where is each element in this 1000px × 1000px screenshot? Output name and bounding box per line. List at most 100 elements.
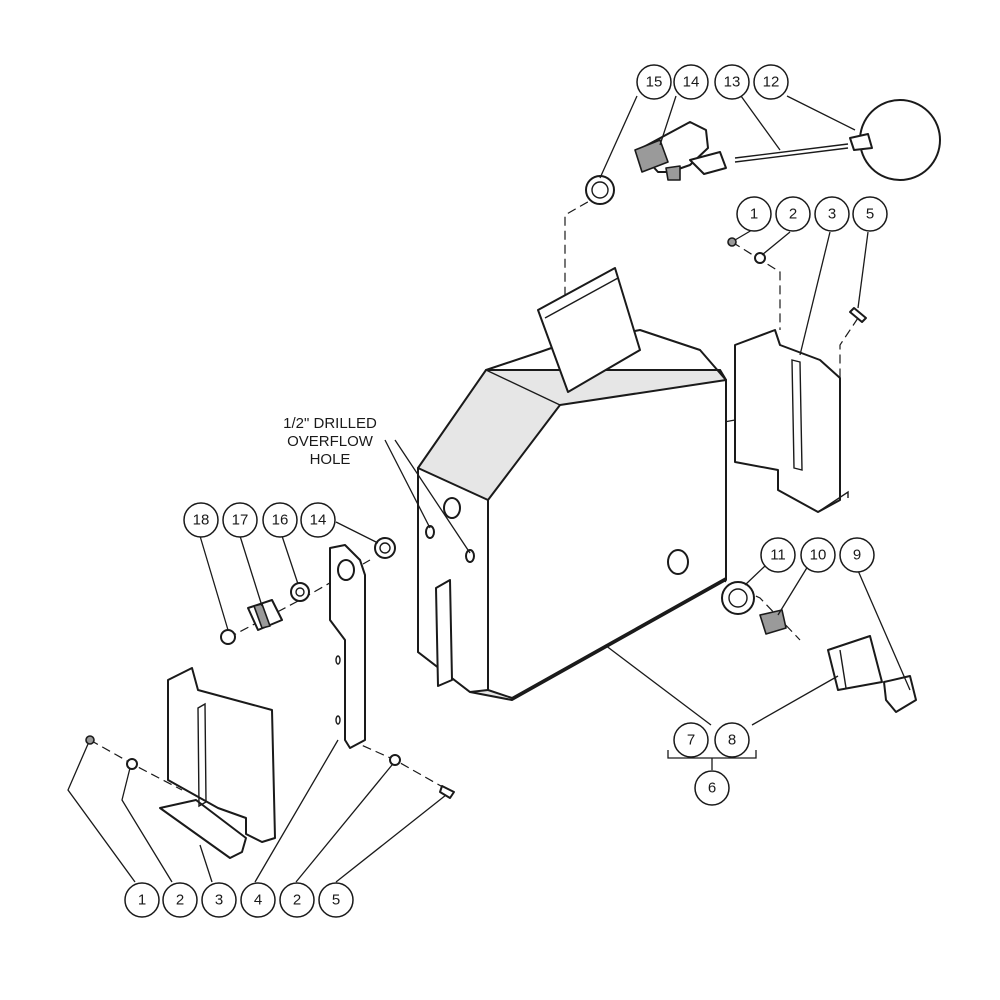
strap-slot-b	[335, 715, 341, 725]
grommet-11-inner	[728, 588, 748, 608]
grommet-11	[721, 581, 755, 615]
callout-9: 9	[839, 537, 875, 573]
left-fittings	[220, 537, 396, 645]
nut-16	[290, 582, 310, 602]
callout-1-bottom-label: 1	[138, 892, 146, 909]
tank-edge-line	[485, 369, 561, 406]
gasket-15-inner	[591, 181, 609, 199]
callout-5-bottom-label: 5	[332, 892, 340, 909]
washer-2-right	[754, 252, 766, 264]
left-bracket-foot	[159, 799, 247, 859]
callout-3-bottom: 3	[201, 882, 237, 918]
leader-7	[604, 644, 712, 726]
callout-2-bottom-circle	[162, 882, 198, 918]
dash-nut-to-left-bracket	[89, 739, 183, 791]
gasket-15	[585, 175, 615, 205]
screw-5-bottom	[439, 785, 455, 799]
dash-strap-to-screw	[349, 739, 449, 791]
strap-slot-a	[335, 655, 341, 665]
callout-2-bottom-b: 2	[279, 882, 315, 918]
fitting-10	[759, 609, 787, 635]
leader-1-bottom	[67, 743, 136, 883]
overflow-hole-upper	[443, 497, 461, 519]
nut-1-right	[727, 237, 737, 247]
callout-2-right: 2	[775, 196, 811, 232]
elbow-9	[883, 675, 917, 713]
overflow-hole-b	[465, 549, 475, 563]
callout-7-circle	[673, 722, 709, 758]
callout-15-circle	[636, 64, 672, 100]
leader-4-bottom	[254, 739, 339, 883]
leader-2-bottom	[121, 767, 173, 883]
washer-18	[220, 629, 236, 645]
overflow-hole-a	[425, 525, 435, 539]
right-bracket-body	[734, 329, 841, 513]
callout-17-label: 17	[232, 512, 249, 529]
nut-1-bottom	[85, 735, 95, 745]
callout-3-right-label: 3	[828, 206, 836, 223]
bulkhead-8-edge	[839, 649, 847, 689]
washer-2-bottom-b	[389, 754, 401, 766]
gasket-14-left-inner	[379, 542, 391, 554]
dash-screw-to-bracket	[839, 317, 859, 400]
callout-15-label: 15	[646, 74, 663, 91]
callout-12: 12	[753, 64, 789, 100]
float-valve-assembly	[585, 99, 941, 205]
leader-9	[855, 565, 911, 691]
callout-13-circle	[714, 64, 750, 100]
callout-10: 10	[800, 537, 836, 573]
callout-2-right-circle	[775, 196, 811, 232]
callout-9-circle	[839, 537, 875, 573]
callout-4-bottom: 4	[240, 882, 276, 918]
callout-2-bottom-label: 2	[176, 892, 184, 909]
dash-nut-to-bracket	[731, 241, 781, 330]
float-rod-13	[734, 143, 849, 159]
callout-18: 18	[183, 502, 219, 538]
callout-3-right: 3	[814, 196, 850, 232]
valve-handle-14	[689, 151, 727, 175]
callout-4-bottom-label: 4	[254, 892, 262, 909]
callout-6-circle	[694, 770, 730, 806]
callout-2-bottom-b-circle	[279, 882, 315, 918]
left-bracket-body	[167, 667, 276, 843]
callout-7: 7	[673, 722, 709, 758]
callout-8-circle	[714, 722, 750, 758]
tank-body	[417, 267, 727, 701]
callout-16-label: 16	[272, 512, 289, 529]
float-rod-13-b	[734, 147, 849, 163]
leader-11	[744, 565, 766, 586]
callout-11-circle	[760, 537, 796, 573]
leader-2-right	[761, 231, 791, 256]
tank-side-face	[417, 467, 489, 693]
right-fittings	[721, 581, 917, 713]
callout-14-top-label: 14	[683, 74, 700, 91]
leader-14-top	[659, 95, 677, 146]
callout-17-circle	[222, 502, 258, 538]
callout-14-left-label: 14	[310, 512, 327, 529]
callout-16-circle	[262, 502, 298, 538]
leader-10	[777, 565, 809, 616]
right-bracket	[734, 329, 849, 513]
note-line-1: 1/2" DRILLED	[283, 415, 377, 432]
leader-14-left	[335, 521, 379, 544]
callout-9-label: 9	[853, 547, 861, 564]
callout-6-label: 6	[708, 780, 716, 797]
callout-1-bottom: 1	[124, 882, 160, 918]
valve-thread-14	[634, 139, 669, 173]
screw-5-right	[849, 307, 867, 323]
leader-18	[199, 535, 229, 631]
callout-4-bottom-circle	[240, 882, 276, 918]
fitting-17-thread	[253, 603, 271, 629]
tank-lid-edge	[544, 277, 619, 319]
callout-5-right-label: 5	[866, 206, 874, 223]
leader-1-right	[734, 229, 753, 241]
leader-17	[239, 535, 263, 607]
strap-hole	[337, 559, 355, 581]
callout-3-right-circle	[814, 196, 850, 232]
callout-13: 13	[714, 64, 750, 100]
strap-body	[329, 544, 366, 749]
callout-15: 15	[636, 64, 672, 100]
tank-fill-lid	[537, 267, 641, 393]
callout-7-label: 7	[687, 732, 695, 749]
